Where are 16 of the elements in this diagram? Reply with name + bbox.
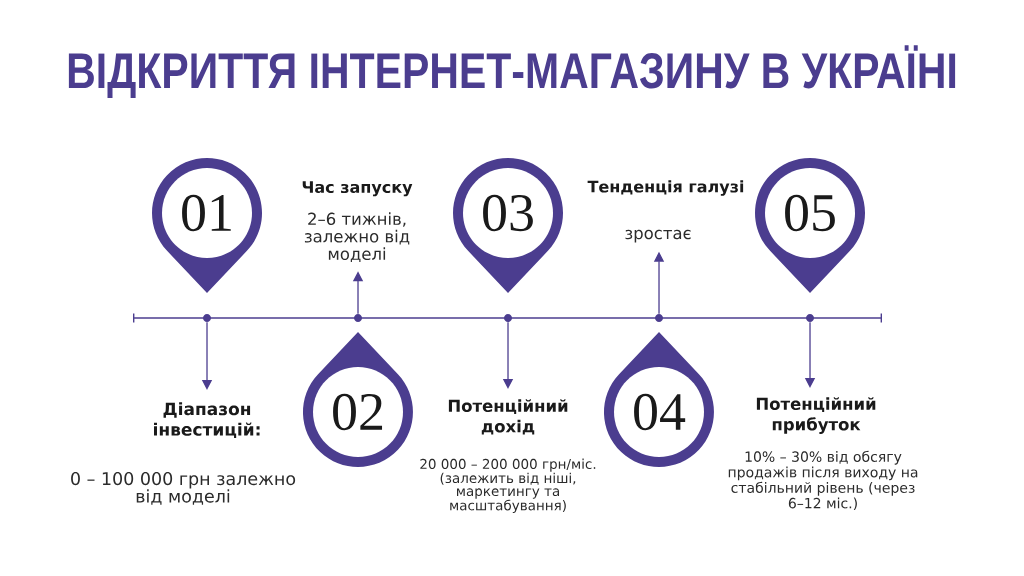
location-pin: 04 bbox=[604, 332, 714, 467]
step-description: 2–6 тижнів, залежно від моделі bbox=[304, 212, 410, 263]
step-description: 0 – 100 000 грн залежно від моделі bbox=[71, 471, 296, 505]
location-pin: 01 bbox=[152, 158, 262, 293]
step-heading: Тенденція галузі bbox=[587, 180, 744, 196]
step-heading: Потенційний прибуток bbox=[756, 397, 876, 434]
step-description: 10% – 30% від обсягу продажів після виходу на стабільний рівень (через 6–12 міс.) bbox=[728, 450, 918, 511]
location-pin: 05 bbox=[755, 158, 865, 293]
step-description: 20 000 – 200 000 грн/міс. (залежить від ніші, маркетингу та масштабування) bbox=[420, 458, 596, 513]
location-pin: 02 bbox=[303, 332, 413, 467]
step-description: зростає bbox=[625, 229, 691, 243]
location-pin: 03 bbox=[453, 158, 563, 293]
title: ВІДКРИТТЯ ІНТЕРНЕТ-МАГАЗИНУ В УКРАЇНІ bbox=[68, 45, 956, 98]
step-heading: Потенційний дохід bbox=[448, 399, 568, 435]
step-heading: Діапазон інвестицій: bbox=[154, 402, 260, 438]
step-heading: Час запуску bbox=[302, 181, 413, 197]
